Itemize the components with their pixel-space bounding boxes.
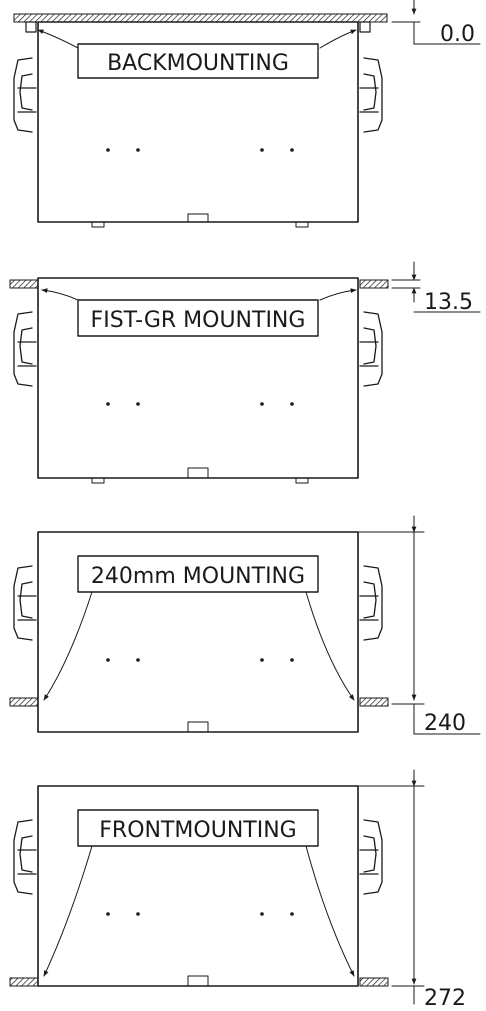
screw-dot <box>260 402 264 406</box>
view-fist-gr-mounting: FIST-GR MOUNTING 13.5 <box>9 261 481 484</box>
right-flange <box>359 697 389 707</box>
arrow-left <box>43 845 93 977</box>
dimension-value: 13.5 <box>424 290 473 315</box>
dimension-value: 0.0 <box>440 22 475 47</box>
right-flange <box>359 279 389 289</box>
view-label: 240mm MOUNTING <box>91 564 305 589</box>
bottom-slot <box>187 721 209 733</box>
view-label: BACKMOUNTING <box>107 51 289 76</box>
mounting-plate <box>13 13 388 23</box>
view-label: FRONTMOUNTING <box>99 818 296 843</box>
label-box <box>77 555 319 593</box>
device-housing <box>37 531 359 733</box>
right-lug <box>359 21 371 33</box>
screw-dot <box>106 912 110 916</box>
left-handle <box>13 819 37 895</box>
right-handle <box>359 565 383 641</box>
right-handle <box>359 57 383 133</box>
arrow-left <box>41 288 79 301</box>
arrow-right <box>319 29 357 49</box>
left-handle <box>13 57 37 133</box>
foot <box>295 221 309 228</box>
screw-dot <box>106 658 110 662</box>
arrow-left <box>37 29 79 49</box>
screw-dot <box>260 658 264 662</box>
left-lug <box>25 21 37 33</box>
arrow-right <box>305 591 355 701</box>
arrow-right <box>305 845 355 977</box>
foot <box>295 477 309 484</box>
screw-dot <box>136 148 140 152</box>
bottom-slot <box>187 467 209 479</box>
screw-dot <box>290 148 294 152</box>
screw-dot <box>260 148 264 152</box>
right-handle <box>359 819 383 895</box>
right-flange <box>359 977 389 987</box>
left-flange <box>9 977 39 987</box>
screw-dot <box>136 658 140 662</box>
screw-dot <box>290 402 294 406</box>
label-box <box>77 809 319 847</box>
view-label: FIST-GR MOUNTING <box>91 308 306 333</box>
view-front-mounting: FRONTMOUNTING 272 <box>9 769 466 1011</box>
screw-dot <box>136 402 140 406</box>
foot <box>91 221 105 228</box>
bottom-slot <box>187 975 209 987</box>
screw-dot <box>136 912 140 916</box>
screw-dot <box>290 658 294 662</box>
left-handle <box>13 565 37 641</box>
view-240mm-mounting: 240mm MOUNTING 240 <box>9 515 481 736</box>
left-flange <box>9 697 39 707</box>
label-box <box>77 43 319 79</box>
screw-dot <box>106 148 110 152</box>
foot <box>91 477 105 484</box>
device-housing <box>37 785 359 987</box>
right-handle <box>359 311 383 387</box>
left-handle <box>13 311 37 387</box>
screw-dot <box>260 912 264 916</box>
view-back-mounting: BACKMOUNTING 0.0 <box>13 0 481 228</box>
arrow-left <box>43 591 93 701</box>
dimension-value: 240 <box>424 711 466 736</box>
screw-dot <box>290 912 294 916</box>
dimension-value: 272 <box>424 986 466 1011</box>
label-box <box>77 299 319 337</box>
screw-dot <box>106 402 110 406</box>
left-flange <box>9 279 39 289</box>
bottom-slot <box>187 213 209 223</box>
arrow-right <box>319 288 357 301</box>
